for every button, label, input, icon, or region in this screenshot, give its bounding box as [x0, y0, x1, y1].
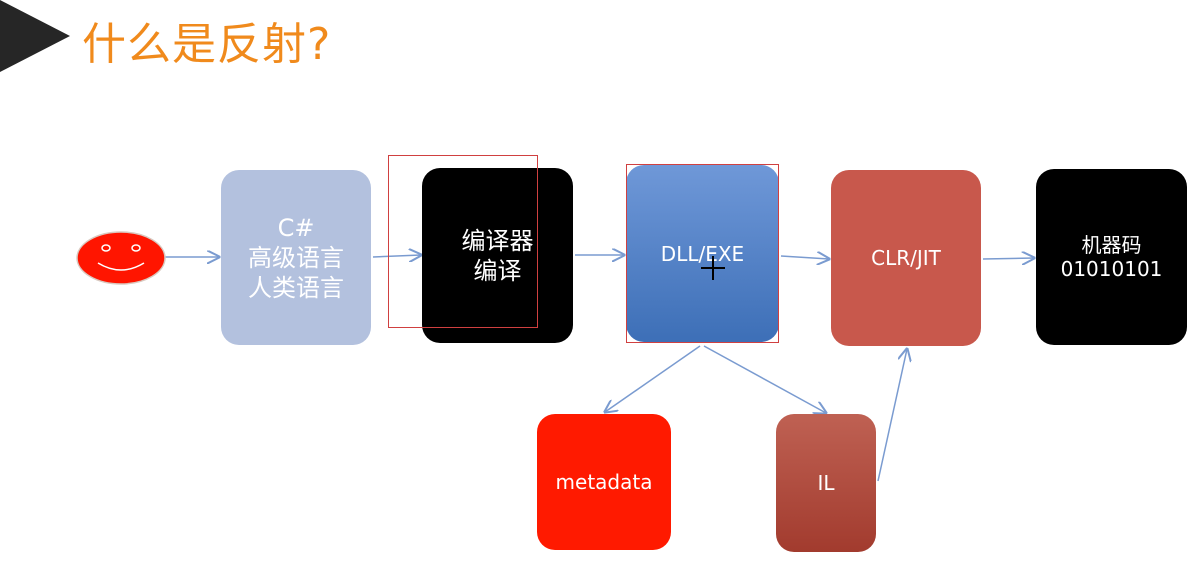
clr-jit-node: CLR/JIT [831, 170, 981, 346]
csharp-node: C# 高级语言 人类语言 [221, 170, 371, 345]
machine-code-node: 机器码 01010101 [1036, 169, 1187, 345]
compiler-node: 编译器 编译 [422, 168, 573, 343]
compiler-highlight-frame [388, 155, 538, 328]
slide-title: 什么是反射? [82, 19, 332, 70]
arrow-dll-to-clr [780, 256, 829, 259]
title-arrow-icon [0, 0, 70, 72]
csharp-subtitle-human: 人类语言 [248, 273, 344, 302]
il-node: IL [776, 414, 876, 552]
metadata-node: metadata [537, 414, 671, 550]
metadata-label: metadata [555, 470, 653, 494]
crosshair-cursor-icon [701, 256, 725, 280]
dll-exe-node: DLL/EXE [626, 165, 779, 342]
csharp-title: C# [277, 213, 315, 242]
clr-jit-label: CLR/JIT [871, 246, 941, 270]
dll-exe-label: DLL/EXE [660, 241, 745, 266]
machine-code-binary: 01010101 [1060, 257, 1163, 281]
compiler-title: 编译器 [461, 226, 534, 255]
compiler-subtitle: 编译 [473, 256, 522, 285]
arrow-csharp-to-compiler [372, 255, 421, 257]
arrow-dll-to-metadata [605, 345, 701, 412]
dll-highlight-frame [626, 164, 779, 343]
csharp-subtitle-high-level: 高级语言 [248, 243, 344, 272]
arrow-il-to-clr [877, 349, 907, 482]
smiley-face-icon [76, 231, 166, 285]
arrow-clr-to-machine [982, 258, 1034, 259]
machine-code-title: 机器码 [1081, 233, 1142, 257]
il-label: IL [817, 471, 835, 495]
arrow-dll-to-il [703, 345, 826, 413]
